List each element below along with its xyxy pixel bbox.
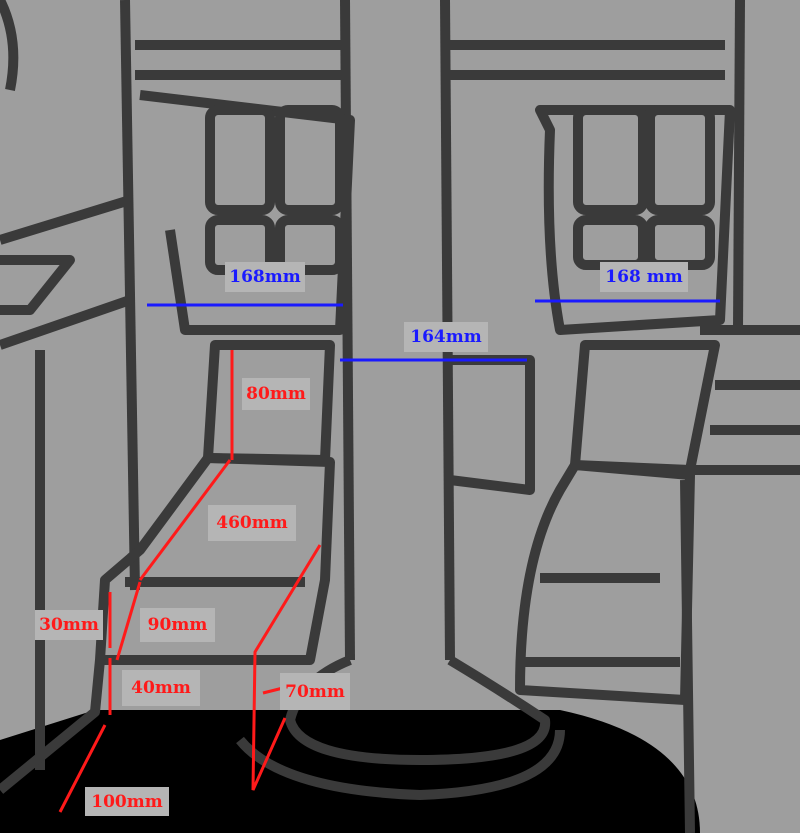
- lip-depth-label: 90mm: [140, 608, 215, 642]
- step-height-label: 80mm: [242, 378, 310, 410]
- base-height-label: 40mm: [122, 670, 200, 706]
- lip-depth-line: [115, 581, 142, 661]
- base-depth-label: 70mm: [280, 673, 350, 710]
- left-pedal-width-label: 168mm: [225, 262, 305, 292]
- pedal-gap-label: 164mm: [404, 322, 488, 352]
- base-depth-line: [251, 544, 322, 791]
- slope-length-label: 460mm: [208, 505, 296, 541]
- lip-height-label: 30mm: [35, 610, 103, 640]
- floor-offset-line: [58, 724, 107, 813]
- blue-dimension-lines: [147, 299, 720, 362]
- floor-shadow: [0, 710, 700, 833]
- red-dimension-lines: [58, 350, 322, 813]
- floor-offset-label: 100mm: [85, 787, 169, 816]
- right-pedal-width-label: 168 mm: [600, 262, 688, 292]
- base-depth-leader: [262, 686, 284, 695]
- slope-length-line: [138, 459, 232, 581]
